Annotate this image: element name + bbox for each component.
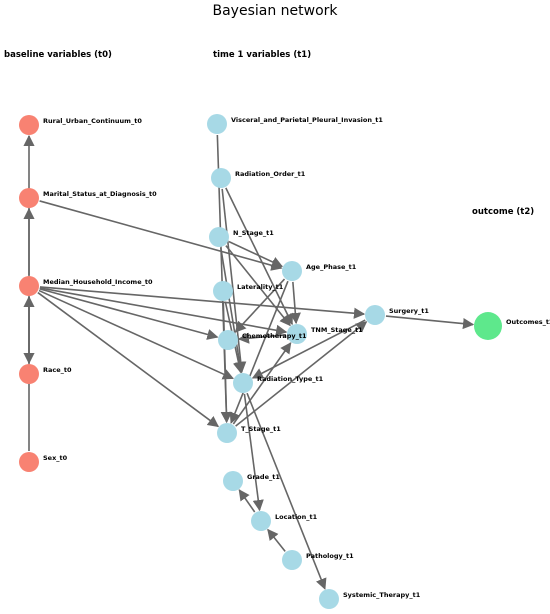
edge-tnm-to-chemo — [237, 332, 287, 344]
node-label-tstage: T_Stage_t1 — [241, 425, 281, 433]
diagram-title: Bayesian network — [212, 3, 338, 19]
edge-radtype-to-systemic — [246, 392, 327, 590]
edge-pathology-to-location — [267, 528, 286, 552]
edge-nstage-to-radtype — [219, 247, 246, 374]
edge-tstage-to-surgery — [235, 321, 368, 427]
edge-surgery-to-radtype — [251, 319, 366, 379]
nodes-layer: Rural_Urban_Continuum_t0Marital_Status_a… — [19, 114, 550, 609]
group-header-baseline: baseline variables (t0) — [4, 50, 112, 60]
node-nstage: N_Stage_t1 — [209, 227, 274, 247]
node-location: Location_t1 — [251, 511, 318, 531]
node-visceral: Visceral_and_Parietal_Pleural_Invasion_t… — [207, 114, 383, 134]
node-circle-pathology — [282, 550, 302, 570]
node-marital: Marital_Status_at_Diagnosis_t0 — [19, 188, 157, 208]
group-header-time1: time 1 variables (t1) — [213, 50, 311, 60]
edge-income-to-surgery — [39, 286, 366, 319]
node-circle-marital — [19, 188, 39, 208]
node-label-marital: Marital_Status_at_Diagnosis_t0 — [43, 190, 157, 198]
node-label-systemic: Systemic_Therapy_t1 — [343, 591, 421, 599]
node-circle-race — [19, 364, 39, 384]
edge-surgery-to-outcomes — [385, 315, 475, 330]
node-circle-outcomes — [474, 312, 502, 340]
node-grade: Grade_t1 — [223, 471, 280, 491]
node-rural: Rural_Urban_Continuum_t0 — [19, 115, 142, 135]
node-label-outcomes: Outcomes_t2 — [506, 318, 550, 326]
node-label-radtype: Radiation_Type_t1 — [257, 375, 324, 383]
node-label-nstage: N_Stage_t1 — [233, 229, 274, 237]
edge-agephase-to-tnm — [289, 281, 301, 325]
node-circle-tnm — [287, 324, 307, 344]
node-systemic: Systemic_Therapy_t1 — [319, 589, 421, 609]
node-label-agephase: Age_Phase_t1 — [306, 263, 357, 271]
node-radtype: Radiation_Type_t1 — [233, 373, 324, 393]
node-outcomes: Outcomes_t2 — [474, 312, 550, 340]
node-circle-nstage — [209, 227, 229, 247]
node-label-radorder: Radiation_Order_t1 — [235, 170, 306, 178]
edge-income-to-chemo — [39, 288, 219, 340]
node-laterality: Laterality_t1 — [213, 281, 284, 301]
node-label-visceral: Visceral_and_Parietal_Pleural_Invasion_t… — [231, 116, 383, 124]
node-circle-radorder — [211, 168, 231, 188]
node-label-rural: Rural_Urban_Continuum_t0 — [43, 117, 142, 125]
edge-tstage-to-tnm — [232, 342, 292, 425]
node-circle-visceral — [207, 114, 227, 134]
node-circle-tstage — [217, 423, 237, 443]
node-label-income: Median_Household_Income_t0 — [43, 278, 153, 286]
node-radorder: Radiation_Order_t1 — [211, 168, 306, 188]
node-label-sex: Sex_t0 — [43, 454, 68, 462]
edge-agephase-to-chemo — [234, 278, 286, 333]
node-label-grade: Grade_t1 — [247, 473, 280, 481]
node-label-laterality: Laterality_t1 — [237, 283, 284, 291]
group-header-outcome: outcome (t2) — [472, 207, 534, 217]
node-circle-grade — [223, 471, 243, 491]
edge-nstage-to-agephase — [228, 240, 284, 268]
node-circle-location — [251, 511, 271, 531]
node-circle-systemic — [319, 589, 339, 609]
node-circle-agephase — [282, 261, 302, 281]
node-circle-chemo — [218, 330, 238, 350]
node-circle-income — [19, 276, 39, 296]
node-income: Median_Household_Income_t0 — [19, 276, 153, 296]
node-tnm: TNM_Stage_t1 — [287, 324, 363, 344]
node-chemo: Chemotherapy_t1 — [218, 330, 307, 350]
edge-marital-to-agephase — [39, 200, 283, 271]
node-circle-rural — [19, 115, 39, 135]
node-surgery: Surgery_t1 — [365, 305, 429, 325]
node-circle-sex — [19, 452, 39, 472]
node-agephase: Age_Phase_t1 — [282, 261, 357, 281]
edge-laterality-to-tstage — [220, 301, 233, 424]
node-label-location: Location_t1 — [275, 513, 318, 521]
edge-income-to-radtype — [38, 289, 235, 380]
node-circle-laterality — [213, 281, 233, 301]
node-tstage: T_Stage_t1 — [217, 423, 281, 443]
node-label-tnm: TNM_Stage_t1 — [311, 326, 363, 334]
edge-radtype-to-location — [243, 393, 264, 512]
node-circle-radtype — [233, 373, 253, 393]
edge-location-to-grade — [238, 489, 256, 513]
edge-nstage-to-tnm — [225, 245, 291, 327]
node-circle-surgery — [365, 305, 385, 325]
node-label-race: Race_t0 — [43, 366, 72, 374]
edge-income-to-tstage — [37, 291, 220, 428]
node-race: Race_t0 — [19, 364, 72, 384]
edge-agephase-to-tstage — [229, 280, 289, 424]
node-pathology: Pathology_t1 — [282, 550, 354, 570]
edge-income-to-tnm — [39, 287, 288, 336]
node-sex: Sex_t0 — [19, 452, 68, 472]
node-label-chemo: Chemotherapy_t1 — [242, 332, 307, 340]
node-label-surgery: Surgery_t1 — [389, 307, 429, 315]
node-label-pathology: Pathology_t1 — [306, 552, 354, 560]
